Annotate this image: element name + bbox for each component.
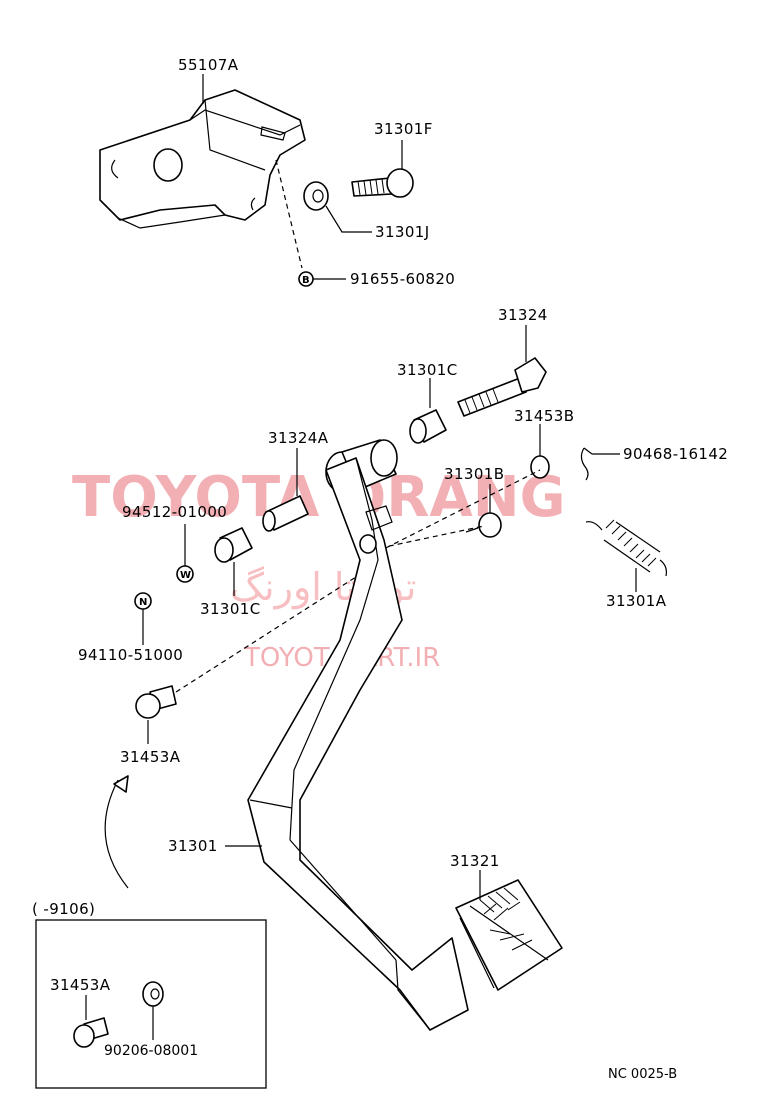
clip-90468-drawing — [580, 447, 593, 481]
label-31453A: 31453A — [120, 748, 181, 766]
inset-range-label: ( -9106) — [32, 900, 95, 918]
label-94512-01000: 94512-01000 — [122, 503, 227, 521]
bolt-31301F-drawing — [351, 168, 414, 198]
label-31301F: 31301F — [374, 120, 433, 138]
label-31321: 31321 — [450, 852, 500, 870]
inset-stopper-drawing — [73, 1017, 109, 1048]
bushing-31301C-top-drawing — [409, 409, 447, 444]
arrow-up-icon — [113, 775, 129, 793]
label-31301C-top: 31301C — [397, 361, 458, 379]
label-31324A: 31324A — [268, 429, 329, 447]
bushing-31301C-left-drawing — [214, 527, 253, 563]
bushing-31453B-drawing — [530, 455, 550, 479]
label-55107A: 55107A — [178, 56, 239, 74]
marker-W-icon — [176, 565, 194, 583]
svg-text:N: N — [139, 597, 147, 608]
inset-box — [35, 919, 267, 1089]
pedal-bracket-drawing — [99, 89, 306, 229]
svg-text:B: B — [302, 275, 310, 286]
svg-text:W: W — [180, 570, 191, 581]
label-31324: 31324 — [498, 306, 548, 324]
label-31301: 31301 — [168, 837, 218, 855]
nut-31301J-drawing — [303, 181, 329, 211]
label-91655-60820: 91655-60820 — [350, 270, 455, 288]
label-31453B: 31453B — [514, 407, 574, 425]
stopper-31453A-drawing — [135, 685, 177, 719]
inset-label-90206-08001: 90206-08001 — [104, 1043, 198, 1059]
collar-31324A-drawing — [262, 495, 309, 532]
inset-washer-drawing — [142, 981, 164, 1007]
label-31301C-left: 31301C — [200, 600, 261, 618]
spring-31301A-drawing — [585, 519, 667, 577]
label-31301B: 31301B — [444, 465, 504, 483]
diagram-code: NC 0025-B — [608, 1067, 677, 1082]
label-94110-51000: 94110-51000 — [78, 646, 183, 664]
bolt-31324-drawing — [457, 357, 547, 417]
label-31301A: 31301A — [606, 592, 667, 610]
label-31301J: 31301J — [375, 223, 430, 241]
pedal-lever-31301-drawing — [247, 439, 469, 1031]
label-90468-16142: 90468-16142 — [623, 445, 728, 463]
pedal-pad-31321-drawing — [455, 879, 563, 991]
inset-label-31453A: 31453A — [50, 976, 111, 994]
